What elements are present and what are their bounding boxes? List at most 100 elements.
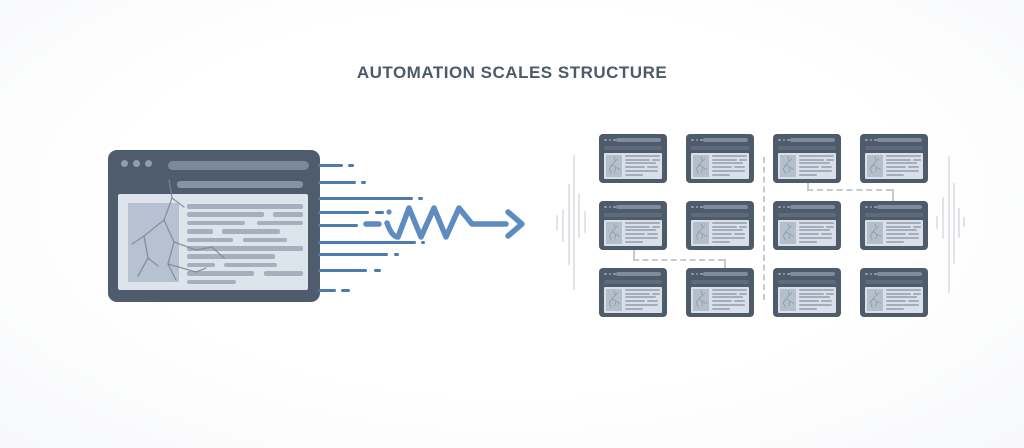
window-controls-icon [778, 272, 790, 275]
browser-window [773, 268, 841, 317]
text-line [712, 296, 743, 299]
browser-window [686, 134, 754, 183]
source-browser-window [108, 150, 320, 302]
url-bar [877, 205, 922, 209]
speed-line [318, 210, 369, 214]
text-line [886, 289, 921, 291]
text-line [908, 166, 919, 169]
wave-line [568, 184, 570, 265]
text-line [712, 303, 745, 306]
connector-line [807, 189, 892, 191]
crack-lines-icon [870, 155, 882, 174]
text-line [734, 166, 745, 169]
text-line [799, 155, 834, 157]
window-content [691, 286, 749, 313]
crack-lines-icon [870, 222, 882, 241]
url-bar [168, 161, 309, 170]
speed-line [318, 223, 358, 227]
text-line [886, 169, 919, 172]
image-placeholder [780, 221, 796, 244]
window-content [778, 286, 836, 313]
speed-line [375, 210, 384, 214]
window-controls-icon [865, 272, 877, 275]
text-line [799, 236, 832, 239]
connector-line [892, 189, 894, 201]
text-line [187, 220, 245, 226]
text-line [739, 158, 747, 161]
toolbar-bar [691, 145, 749, 150]
text-line [913, 158, 921, 161]
window-content [778, 152, 836, 179]
text-line [739, 292, 747, 295]
text-line [712, 155, 747, 157]
browser-window [599, 268, 667, 317]
window-content [865, 286, 923, 313]
toolbar-bar [865, 212, 923, 217]
text-lines [799, 222, 834, 243]
text-line [913, 292, 921, 295]
text-line [886, 296, 917, 299]
connector-line [633, 259, 724, 261]
toolbar-bar [691, 279, 749, 284]
window-controls-icon [604, 272, 616, 275]
speed-line [318, 252, 388, 256]
url-bar [703, 205, 748, 209]
window-controls-icon [865, 138, 877, 141]
speed-line [394, 252, 399, 256]
window-content [778, 219, 836, 246]
crack-lines-icon [696, 222, 708, 241]
toolbar-bar [604, 145, 662, 150]
browser-window [773, 201, 841, 250]
text-line [821, 233, 832, 236]
text-line [712, 307, 730, 310]
text-line [799, 233, 820, 236]
text-line [712, 233, 733, 236]
speed-line [418, 196, 423, 200]
text-line [625, 158, 651, 161]
speed-line [318, 180, 356, 184]
text-lines [712, 222, 747, 243]
url-bar [877, 138, 922, 142]
text-line [625, 229, 656, 232]
image-placeholder [693, 288, 709, 311]
text-line [799, 225, 825, 228]
image-placeholder [780, 288, 796, 311]
text-line [886, 233, 907, 236]
text-line [799, 307, 817, 310]
text-line [886, 229, 917, 232]
text-line [625, 240, 643, 243]
text-line [187, 254, 276, 259]
wave-line [936, 216, 938, 229]
text-line [221, 229, 280, 234]
wave-line [942, 197, 944, 239]
speed-line [318, 240, 416, 244]
image-placeholder [867, 288, 883, 311]
text-line [625, 233, 646, 236]
text-line [625, 296, 656, 299]
crack-lines-icon [609, 289, 621, 308]
text-line [886, 162, 917, 165]
speed-line [318, 268, 367, 272]
text-line [625, 162, 656, 165]
window-content [118, 194, 308, 290]
wave-line [963, 217, 965, 227]
speed-line [374, 268, 381, 272]
window-controls-icon [778, 138, 790, 141]
text-line [647, 300, 658, 303]
url-bar [790, 272, 835, 276]
text-line [272, 212, 303, 217]
url-bar [616, 205, 661, 209]
text-line [625, 166, 646, 169]
url-bar [616, 272, 661, 276]
browser-window [773, 134, 841, 183]
image-placeholder [606, 221, 622, 244]
text-line [799, 300, 820, 303]
text-line [712, 236, 745, 239]
crack-lines-icon [783, 289, 795, 308]
text-lines [886, 222, 921, 243]
wave-line [578, 193, 580, 238]
text-line [187, 279, 236, 285]
text-lines [799, 289, 834, 310]
browser-window [686, 201, 754, 250]
text-line [625, 307, 643, 310]
